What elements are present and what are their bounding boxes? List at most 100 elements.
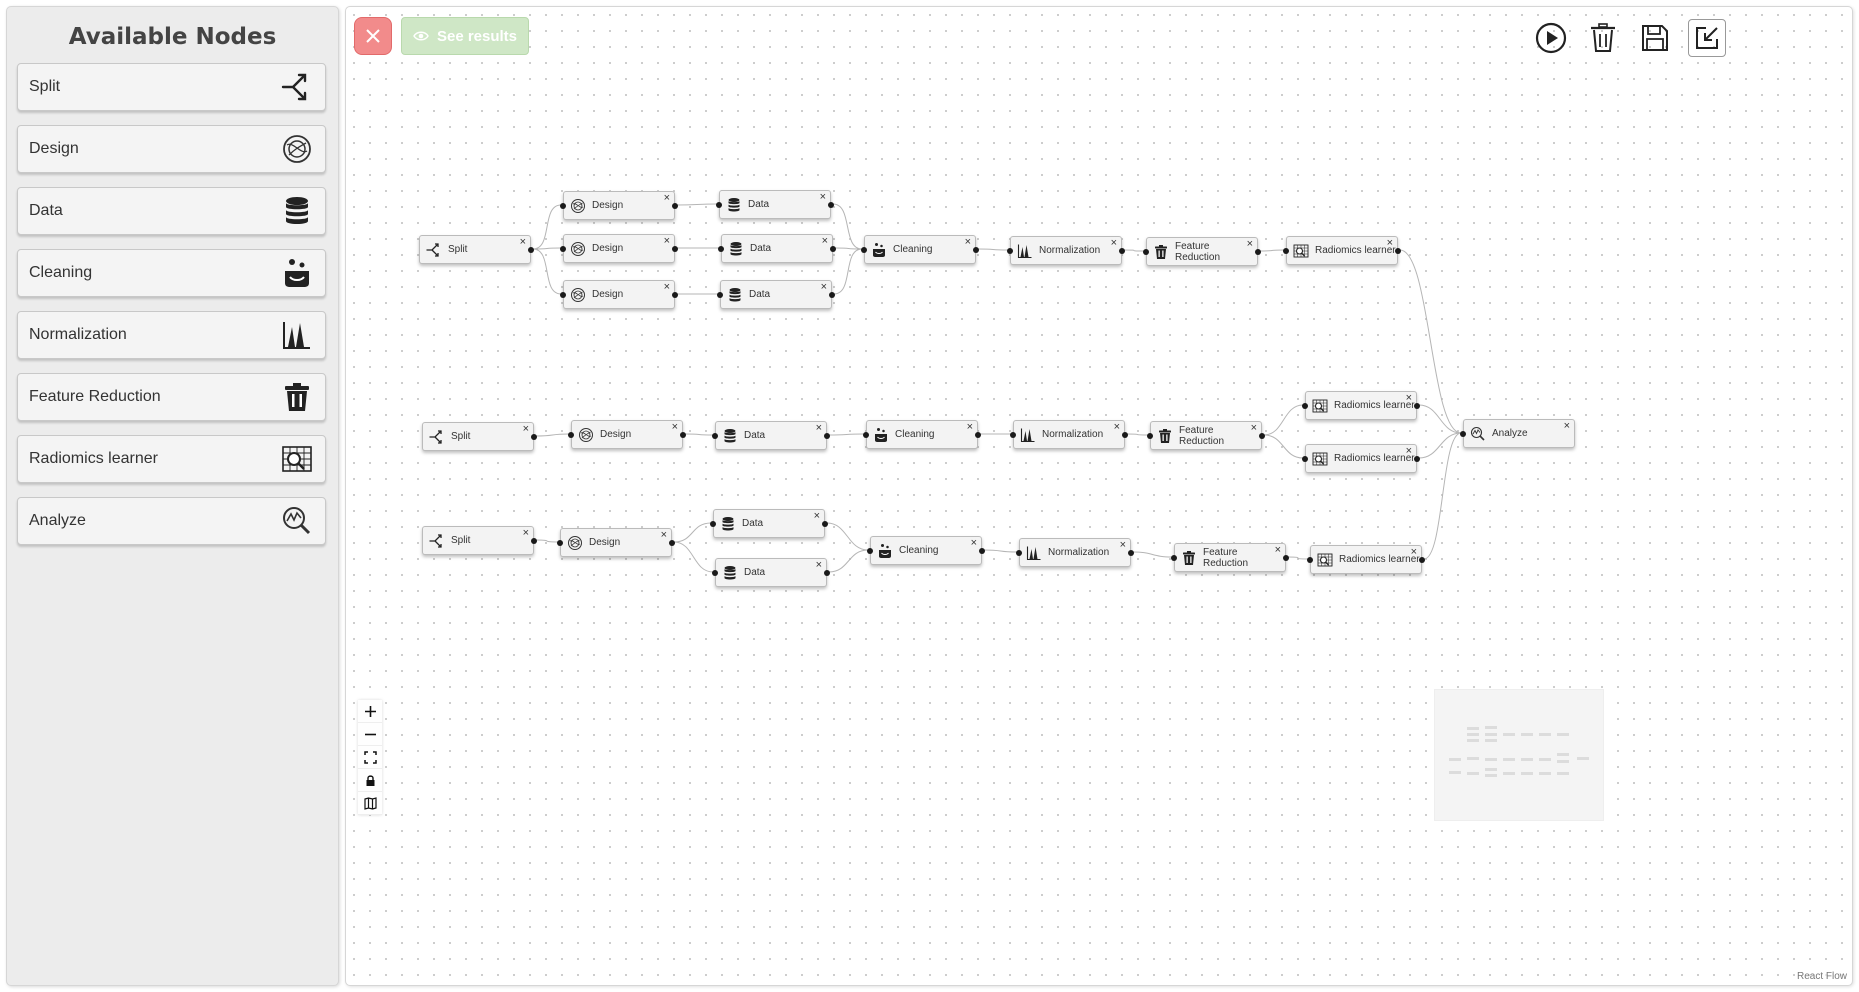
flow-node-r1-norm[interactable]: Normalization× xyxy=(1007,236,1125,265)
target-handle[interactable] xyxy=(1283,248,1289,254)
clear-button[interactable] xyxy=(1584,19,1622,57)
target-handle[interactable] xyxy=(560,292,566,298)
target-handle[interactable] xyxy=(1007,248,1013,254)
run-button[interactable] xyxy=(1532,19,1570,57)
edge-r1-fr-to-r1-rl[interactable] xyxy=(1259,249,1285,252)
flow-node-r1-fr[interactable]: Feature Reduction× xyxy=(1143,237,1261,266)
source-handle[interactable] xyxy=(1419,557,1425,563)
edge-r3-data2-to-r3-cleaning[interactable] xyxy=(828,549,869,573)
target-handle[interactable] xyxy=(1147,433,1153,439)
edge-r3-data1-to-r3-cleaning[interactable] xyxy=(826,522,869,551)
source-handle[interactable] xyxy=(1122,432,1128,438)
node-delete-button[interactable]: × xyxy=(819,191,826,203)
edge-r1-split-to-r1-design2[interactable] xyxy=(532,247,562,250)
source-handle[interactable] xyxy=(829,292,835,298)
edge-r1-split-to-r1-design3[interactable] xyxy=(532,248,562,295)
edge-r3-cleaning-to-r3-norm[interactable] xyxy=(983,549,1018,553)
source-handle[interactable] xyxy=(531,538,537,544)
edge-r1-split-to-r1-design1[interactable] xyxy=(532,204,562,250)
node-delete-button[interactable]: × xyxy=(522,423,529,435)
edge-r1-data1-to-r1-cleaning[interactable] xyxy=(832,203,863,250)
source-handle[interactable] xyxy=(672,246,678,252)
target-handle[interactable] xyxy=(568,432,574,438)
node-delete-button[interactable]: × xyxy=(1250,422,1257,434)
flow-node-r3-split[interactable]: Split× xyxy=(422,526,537,555)
source-handle[interactable] xyxy=(824,433,830,439)
source-handle[interactable] xyxy=(672,292,678,298)
flow-node-r3-data2[interactable]: Data× xyxy=(712,558,830,587)
node-delete-button[interactable]: × xyxy=(1563,420,1570,432)
edge-r1-norm-to-r1-fr[interactable] xyxy=(1123,249,1145,252)
node-delete-button[interactable]: × xyxy=(966,421,973,433)
target-handle[interactable] xyxy=(1302,403,1308,409)
flow-node-r3-design[interactable]: Design× xyxy=(557,528,675,557)
edge-r1-rl-to-analyze[interactable] xyxy=(1399,249,1462,434)
flow-node-r1-data3[interactable]: Data× xyxy=(717,280,835,309)
sidebar-item-analyze[interactable]: Analyze xyxy=(17,497,326,545)
edge-r2-rl1-to-analyze[interactable] xyxy=(1418,404,1462,434)
sidebar-item-split[interactable]: Split xyxy=(17,63,326,111)
node-delete-button[interactable]: × xyxy=(815,422,822,434)
zoom-in-button[interactable] xyxy=(358,700,382,723)
flow-node-r2-design[interactable]: Design× xyxy=(568,420,686,449)
minimap-toggle-button[interactable] xyxy=(358,792,382,815)
sidebar-item-feature-reduction[interactable]: Feature Reduction xyxy=(17,373,326,421)
target-handle[interactable] xyxy=(560,203,566,209)
flow-node-r2-split[interactable]: Split× xyxy=(422,422,537,451)
node-delete-button[interactable]: × xyxy=(522,527,529,539)
flow-node-r2-data[interactable]: Data× xyxy=(712,421,830,450)
target-handle[interactable] xyxy=(1143,249,1149,255)
node-delete-button[interactable]: × xyxy=(519,236,526,248)
sidebar-item-normalization[interactable]: Normalization xyxy=(17,311,326,359)
node-delete-button[interactable]: × xyxy=(970,537,977,549)
node-delete-button[interactable]: × xyxy=(660,529,667,541)
edge-r1-data3-to-r1-cleaning[interactable] xyxy=(833,248,863,295)
target-handle[interactable] xyxy=(716,202,722,208)
target-handle[interactable] xyxy=(710,521,716,527)
edge-r1-design1-to-r1-data1[interactable] xyxy=(676,203,718,206)
source-handle[interactable] xyxy=(975,432,981,438)
node-delete-button[interactable]: × xyxy=(663,281,670,293)
target-handle[interactable] xyxy=(557,540,563,546)
source-handle[interactable] xyxy=(1414,403,1420,409)
node-delete-button[interactable]: × xyxy=(1246,238,1253,250)
sidebar-item-design[interactable]: Design xyxy=(17,125,326,173)
node-delete-button[interactable]: × xyxy=(1405,392,1412,404)
edge-r3-split-to-r3-design[interactable] xyxy=(535,539,559,543)
edge-r2-fr-to-r2-rl1[interactable] xyxy=(1263,404,1304,436)
source-handle[interactable] xyxy=(979,548,985,554)
flow-node-r2-rl2[interactable]: Radiomics learner× xyxy=(1302,444,1420,473)
flow-node-r3-norm[interactable]: Normalization× xyxy=(1016,538,1134,567)
target-handle[interactable] xyxy=(863,432,869,438)
sidebar-item-data[interactable]: Data xyxy=(17,187,326,235)
target-handle[interactable] xyxy=(1171,555,1177,561)
target-handle[interactable] xyxy=(718,246,724,252)
edge-r1-data2-to-r1-cleaning[interactable] xyxy=(834,247,863,250)
target-handle[interactable] xyxy=(1460,431,1466,437)
edge-r2-design-to-r2-data[interactable] xyxy=(684,433,714,436)
edge-r2-norm-to-r2-fr[interactable] xyxy=(1126,433,1149,436)
flow-node-r1-design3[interactable]: Design× xyxy=(560,280,678,309)
minimap[interactable] xyxy=(1434,689,1604,821)
target-handle[interactable] xyxy=(1302,456,1308,462)
sidebar-item-radiomics-learner[interactable]: Radiomics learner xyxy=(17,435,326,483)
node-delete-button[interactable]: × xyxy=(1110,237,1117,249)
node-delete-button[interactable]: × xyxy=(671,421,678,433)
source-handle[interactable] xyxy=(680,432,686,438)
source-handle[interactable] xyxy=(830,246,836,252)
flow-node-r3-cleaning[interactable]: Cleaning× xyxy=(867,536,985,565)
source-handle[interactable] xyxy=(1259,433,1265,439)
save-button[interactable] xyxy=(1636,19,1674,57)
node-delete-button[interactable]: × xyxy=(1386,237,1393,249)
target-handle[interactable] xyxy=(1010,432,1016,438)
source-handle[interactable] xyxy=(1283,555,1289,561)
target-handle[interactable] xyxy=(717,292,723,298)
source-handle[interactable] xyxy=(672,203,678,209)
sidebar-item-cleaning[interactable]: Cleaning xyxy=(17,249,326,297)
source-handle[interactable] xyxy=(1119,248,1125,254)
edge-r3-rl-to-analyze[interactable] xyxy=(1423,432,1462,560)
target-handle[interactable] xyxy=(560,246,566,252)
flow-node-r1-design2[interactable]: Design× xyxy=(560,234,678,263)
source-handle[interactable] xyxy=(531,434,537,440)
node-delete-button[interactable]: × xyxy=(663,235,670,247)
